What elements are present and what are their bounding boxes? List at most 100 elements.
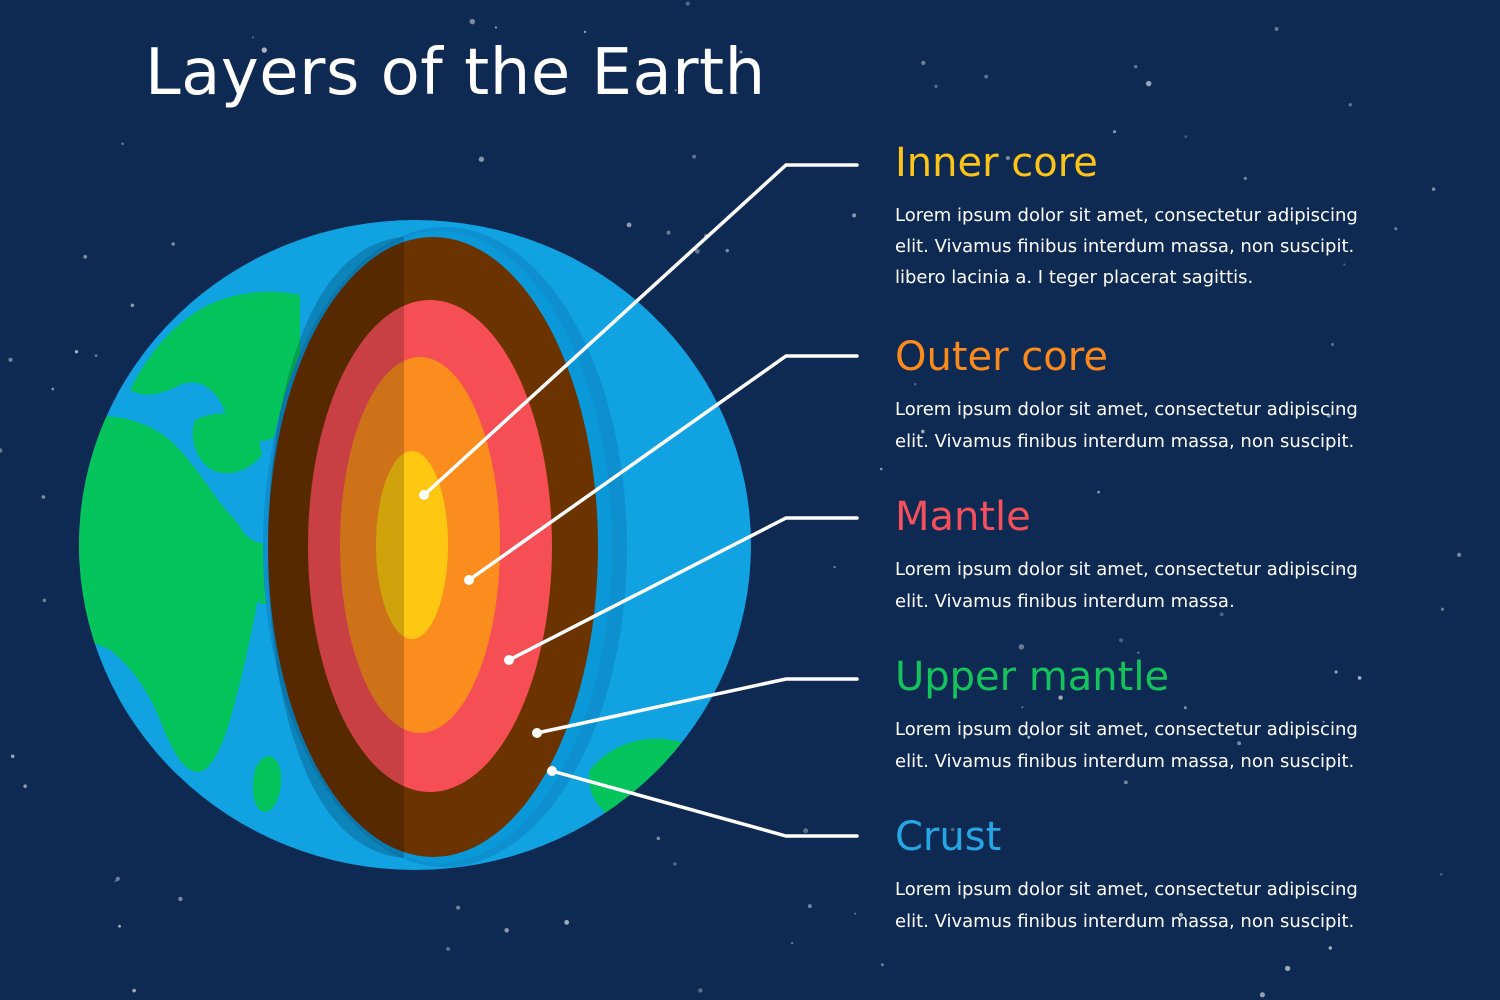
star	[673, 862, 677, 866]
description-line: Lorem ipsum dolor sit amet, consectetur …	[895, 719, 1358, 740]
description-line: elit. Vivamus finibus interdum massa, no…	[895, 911, 1355, 932]
star	[51, 387, 55, 391]
star	[1145, 80, 1152, 87]
leader-dot-mantle	[504, 655, 514, 665]
star	[118, 924, 121, 928]
continent-north-land	[130, 291, 300, 441]
layer-outer-core: Outer core Lorem ipsum dolor sit amet, c…	[895, 334, 1365, 458]
star	[1284, 965, 1291, 972]
star	[94, 354, 98, 358]
star	[692, 154, 696, 159]
star	[879, 467, 883, 471]
star	[626, 222, 632, 228]
star	[1348, 103, 1353, 107]
leader-lines	[422, 163, 859, 838]
star	[921, 60, 926, 66]
star	[1328, 946, 1332, 950]
star	[74, 350, 79, 354]
star	[920, 429, 925, 434]
star	[1058, 695, 1063, 700]
layer-description-inner-core: Lorem ipsum dolor sit amet, consectetur …	[895, 200, 1365, 293]
starfield	[0, 1, 1462, 998]
star	[1027, 735, 1031, 739]
leader-line-crust	[550, 769, 859, 838]
star	[833, 565, 836, 569]
star	[494, 26, 498, 29]
star	[8, 357, 13, 362]
star	[1097, 490, 1101, 494]
star	[1137, 651, 1140, 655]
description-line: elit. Vivamus finibus interdum massa.	[895, 591, 1235, 612]
star	[23, 784, 27, 788]
layer-mantle: Mantle Lorem ipsum dolor sit amet, conse…	[895, 494, 1365, 618]
star	[984, 74, 989, 79]
island-small-land	[252, 756, 282, 812]
star	[1113, 130, 1116, 134]
layer-inner-core: Inner core Lorem ipsum dolor sit amet, c…	[895, 140, 1365, 293]
star	[130, 303, 135, 308]
layer-name-inner-core: Inner core	[895, 140, 1098, 186]
star	[1219, 612, 1224, 617]
layer-crust: Crust Lorem ipsum dolor sit amet, consec…	[895, 814, 1365, 938]
star	[1456, 552, 1462, 558]
leader-dot-inner-core	[419, 490, 429, 500]
star	[1340, 567, 1343, 570]
star	[934, 84, 938, 89]
layer-upper-mantle: Upper mantle Lorem ipsum dolor sit amet,…	[895, 654, 1365, 778]
description-line: libero lacinia a. I teger placerat sagit…	[895, 267, 1254, 288]
leader-line-inner-core	[422, 163, 859, 497]
star	[1334, 670, 1338, 674]
description-line: elit. Vivamus finibus interdum massa, no…	[895, 751, 1355, 772]
description-line: Lorem ipsum dolor sit amet, consectetur …	[895, 399, 1358, 420]
description-line: elit. Vivamus finibus interdum massa, no…	[895, 431, 1355, 452]
star	[456, 905, 461, 910]
star	[1119, 638, 1124, 643]
leader-dot-outer-core	[464, 575, 474, 585]
star	[739, 50, 743, 54]
star	[852, 213, 857, 218]
star	[1133, 64, 1138, 69]
star	[115, 876, 120, 881]
page-title: Layers of the Earth	[145, 36, 766, 110]
star	[132, 988, 136, 993]
description-line: Lorem ipsum dolor sit amet, consectetur …	[895, 879, 1358, 900]
star	[880, 963, 884, 967]
star	[10, 754, 15, 759]
leader-line-upper-mantle	[535, 677, 859, 735]
star	[1005, 155, 1010, 161]
star	[1440, 607, 1445, 611]
layer-name-outer-core: Outer core	[895, 334, 1108, 380]
globe	[79, 220, 751, 870]
star	[1357, 676, 1362, 680]
star	[1202, 410, 1206, 414]
star	[674, 89, 677, 92]
star	[698, 988, 703, 993]
description-line: Lorem ipsum dolor sit amet, consectetur …	[895, 559, 1358, 580]
star	[1394, 227, 1398, 231]
star	[0, 448, 3, 453]
star	[950, 827, 955, 832]
layer-name-crust: Crust	[895, 814, 1002, 860]
star	[1343, 263, 1346, 266]
star	[469, 18, 476, 25]
star	[1439, 873, 1443, 876]
star	[446, 946, 451, 951]
continent-left-upper-land	[234, 520, 272, 605]
star	[914, 383, 917, 386]
star	[504, 928, 509, 933]
star	[725, 248, 729, 253]
star	[121, 142, 124, 146]
star	[251, 36, 255, 39]
star	[1021, 706, 1024, 709]
layer-name-mantle: Mantle	[895, 494, 1031, 540]
star	[1183, 706, 1187, 710]
star	[1243, 176, 1247, 181]
star	[261, 47, 267, 53]
star	[736, 92, 738, 95]
star	[1431, 187, 1436, 191]
star	[807, 904, 812, 909]
star	[1184, 135, 1188, 138]
star	[1327, 413, 1331, 418]
star	[790, 941, 794, 945]
